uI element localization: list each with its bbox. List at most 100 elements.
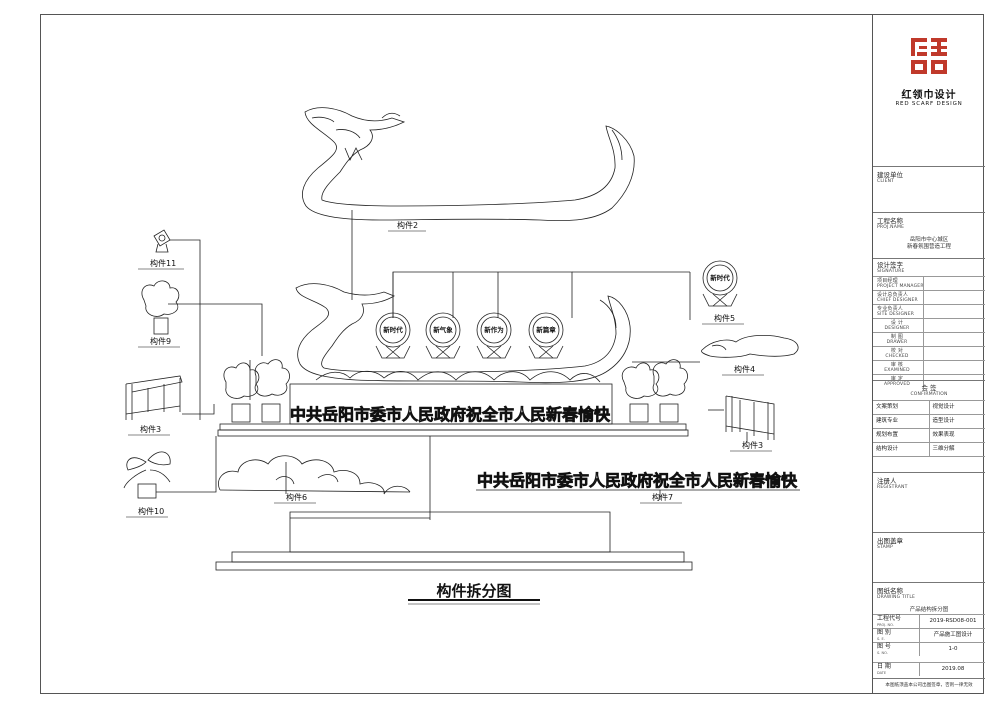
podium-top xyxy=(289,511,611,553)
railing-right-3 xyxy=(725,395,775,440)
role-en: CHIEF DESIGNER xyxy=(877,298,918,303)
project-cell: 工程名称 PROJ.NAME 岳阳市中心城区 新春氛围营造工程 xyxy=(873,212,985,258)
sect-label: 图 别 xyxy=(877,629,891,636)
label-c5: 构件5 xyxy=(714,313,735,323)
role-cn: 校 对 xyxy=(890,348,904,354)
registrant-label: 注册人 xyxy=(877,477,897,485)
badge-connector xyxy=(392,271,573,318)
footer-note: 本图纸须盖本公司出图签章，否则一律无效 xyxy=(885,683,973,688)
role-signature-box xyxy=(923,277,986,290)
drum-badge-1 xyxy=(375,312,411,359)
planter-left-2 xyxy=(254,359,290,423)
dragon-boat-outline xyxy=(302,107,635,222)
label-c6: 构件6 xyxy=(286,492,307,502)
date-value: 2019.08 xyxy=(919,663,986,676)
client-label: 建设单位 xyxy=(877,171,903,179)
role-signature-box xyxy=(923,291,986,304)
project-label: 工程名称 xyxy=(877,217,903,225)
drum-badge-3 xyxy=(476,312,512,359)
confirm-row: 规划布置效果表现 xyxy=(873,428,985,442)
confirm-cell: 视觉设计 xyxy=(932,404,955,410)
role-signature-box xyxy=(923,319,986,332)
potted-plant-component-10 xyxy=(123,451,171,499)
confirmation-grid: 文案策划视觉设计 建筑专业造型设计 规划布置效果表现 结构设计三维分解 xyxy=(873,400,985,457)
role-cn: 设计总负责人 xyxy=(877,292,909,298)
cloud-wave-band xyxy=(315,370,601,383)
dragon-boat-assembled xyxy=(295,283,631,384)
railing-left-3 xyxy=(125,375,183,420)
label-c7: 构件7 xyxy=(652,492,673,502)
role-signature-box xyxy=(923,361,986,374)
confirm-cell: 三维分解 xyxy=(932,446,955,452)
confirm-row: 建筑专业造型设计 xyxy=(873,414,985,428)
label-c11: 构件11 xyxy=(150,258,176,268)
date-label-en: DATE xyxy=(877,671,887,675)
proj-no-row: 工程代号 PROJ. NO. 2019-RSD08-001 xyxy=(873,614,985,628)
confirm-cell: 结构设计 xyxy=(873,443,930,456)
proj-no-value: 2019-RSD08-001 xyxy=(919,615,986,628)
confirm-cell: 效果表现 xyxy=(932,432,955,438)
badge-label-1: 新时代 xyxy=(383,325,403,334)
platform-border xyxy=(219,423,687,431)
drawing-title-cell: 图纸名称 DRAWING TITLE 产品结构拆分图 xyxy=(873,582,985,626)
drum-badge-5 xyxy=(702,260,738,307)
banner-text-assembled: 中共岳阳市委市人民政府祝全市人民新春愉快 xyxy=(290,405,611,424)
client-cell: 建设单位 CLIENT xyxy=(873,166,985,186)
role-en: CHECKED xyxy=(885,354,909,359)
role-en: APPROVED xyxy=(883,382,911,387)
banner-text-component-7: 中共岳阳市委市人民政府祝全市人民新春愉快 xyxy=(477,471,798,490)
label-c3-left: 构件3 xyxy=(140,424,161,434)
confirmation-cell: 会 签 CONFIRMATION xyxy=(873,380,985,426)
leader-c10 xyxy=(156,436,217,493)
drum-badge-4 xyxy=(528,312,564,359)
registrant-label-en: REGISTRANT xyxy=(877,485,908,490)
badge-label-3: 新作为 xyxy=(484,325,504,334)
confirmation-label: 会 签 xyxy=(921,384,937,392)
role-signature-box xyxy=(923,305,986,318)
spotlight-component-11 xyxy=(153,229,171,253)
drawing-title-label: 图纸名称 xyxy=(877,587,903,595)
leader-c3-left xyxy=(182,404,215,415)
planter-right-1 xyxy=(621,362,660,423)
badge-label-5: 新时代 xyxy=(710,273,730,282)
logo-text-cn: 红领巾设计 xyxy=(901,90,957,101)
role-cn: 审 定 xyxy=(890,376,904,382)
platform-top xyxy=(217,429,689,437)
sect-label-en: S. E. xyxy=(877,637,885,641)
badge-label-2: 新气象 xyxy=(433,325,453,334)
sno-label-en: S. NO. xyxy=(877,651,888,655)
sno-row: 图 号 S. NO. 1-0 xyxy=(873,642,985,656)
label-c10: 构件10 xyxy=(138,506,164,516)
banner-frame xyxy=(289,383,613,425)
title-block: 红领巾设计 RED SCARF DESIGN 建设单位 CLIENT 工程名称 … xyxy=(872,14,986,694)
sect-value: 产品施工图设计 xyxy=(919,629,986,642)
signature-label: 设计签字 xyxy=(877,261,903,269)
bush-component-6 xyxy=(218,455,411,495)
footer-note-cell: 本图纸须盖本公司出图签章，否则一律无效 xyxy=(873,678,985,694)
planter-left-1 xyxy=(223,362,260,423)
sheet-border xyxy=(40,14,984,694)
project-label-en: PROJ.NAME xyxy=(877,225,905,230)
role-signature-box xyxy=(923,333,986,346)
confirm-row: 结构设计三维分解 xyxy=(873,442,985,457)
client-label-en: CLIENT xyxy=(877,179,895,184)
role-en: DRAWER xyxy=(886,340,908,345)
planter-right-2 xyxy=(652,359,688,423)
signature-cell: 设计签字 SIGNATURE xyxy=(873,258,985,276)
date-row: 日 期 DATE 2019.08 xyxy=(873,662,985,676)
role-cn: 制 图 xyxy=(890,334,904,340)
proj-no-label-en: PROJ. NO. xyxy=(877,623,894,627)
logo-mark-icon xyxy=(911,38,947,74)
role-cn: 审 核 xyxy=(890,362,904,368)
label-c3-right: 构件3 xyxy=(742,440,763,450)
confirm-cell: 规划布置 xyxy=(873,429,930,442)
signature-label-en: SIGNATURE xyxy=(877,269,905,274)
stamp-cell: 出图盖章 STAMP xyxy=(873,532,985,582)
leader-c11 xyxy=(170,239,201,420)
